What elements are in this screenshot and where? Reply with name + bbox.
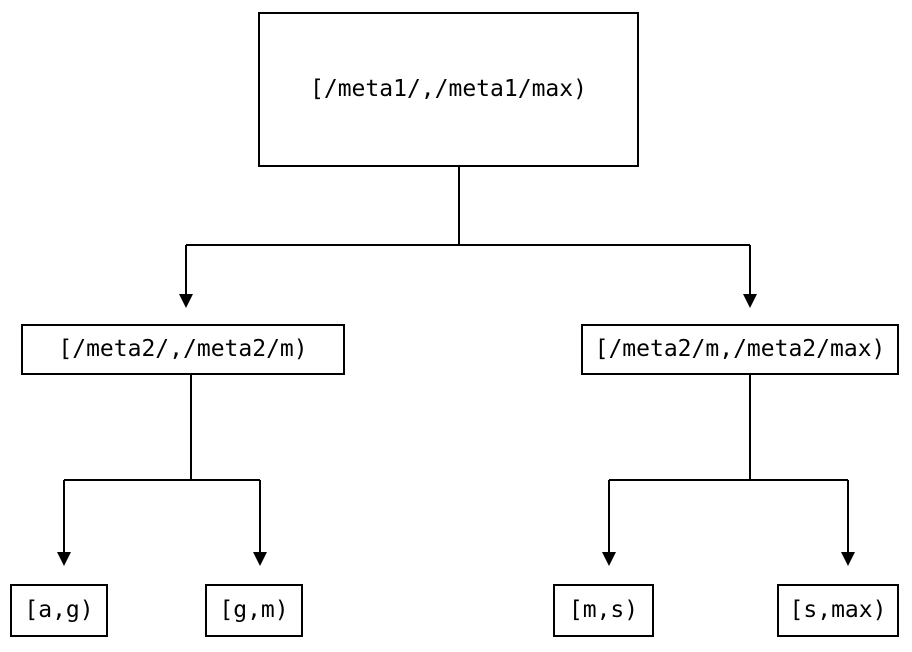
tree-leaf-s-max[interactable]: [s,max) (777, 584, 899, 637)
arrowhead-to-l2-right (743, 294, 757, 308)
tree-leaf-m-s-label: [m,s) (568, 597, 639, 623)
tree-node-meta2-lower-label: [/meta2/,/meta2/m) (58, 336, 308, 362)
tree-leaf-a-g[interactable]: [a,g) (10, 584, 108, 637)
arrowhead-to-l2-left (179, 294, 193, 308)
tree-leaf-s-max-label: [s,max) (789, 597, 887, 623)
tree-node-meta2-upper[interactable]: [/meta2/m,/meta2/max) (581, 324, 899, 375)
arrowhead-to-leaf-ag (57, 552, 71, 566)
tree-leaf-a-g-label: [a,g) (24, 597, 94, 623)
tree-leaf-m-s[interactable]: [m,s) (553, 584, 654, 637)
arrowhead-to-leaf-gm (253, 552, 267, 566)
tree-leaf-g-m-label: [g,m) (219, 597, 289, 623)
arrowhead-to-leaf-smax (841, 552, 855, 566)
tree-node-root[interactable]: [/meta1/,/meta1/max) (258, 12, 639, 167)
tree-node-meta2-upper-label: [/meta2/m,/meta2/max) (594, 336, 886, 362)
tree-node-meta2-lower[interactable]: [/meta2/,/meta2/m) (21, 324, 345, 375)
tree-node-root-label: [/meta1/,/meta1/max) (310, 76, 587, 102)
arrowhead-to-leaf-ms (602, 552, 616, 566)
tree-leaf-g-m[interactable]: [g,m) (205, 584, 303, 637)
